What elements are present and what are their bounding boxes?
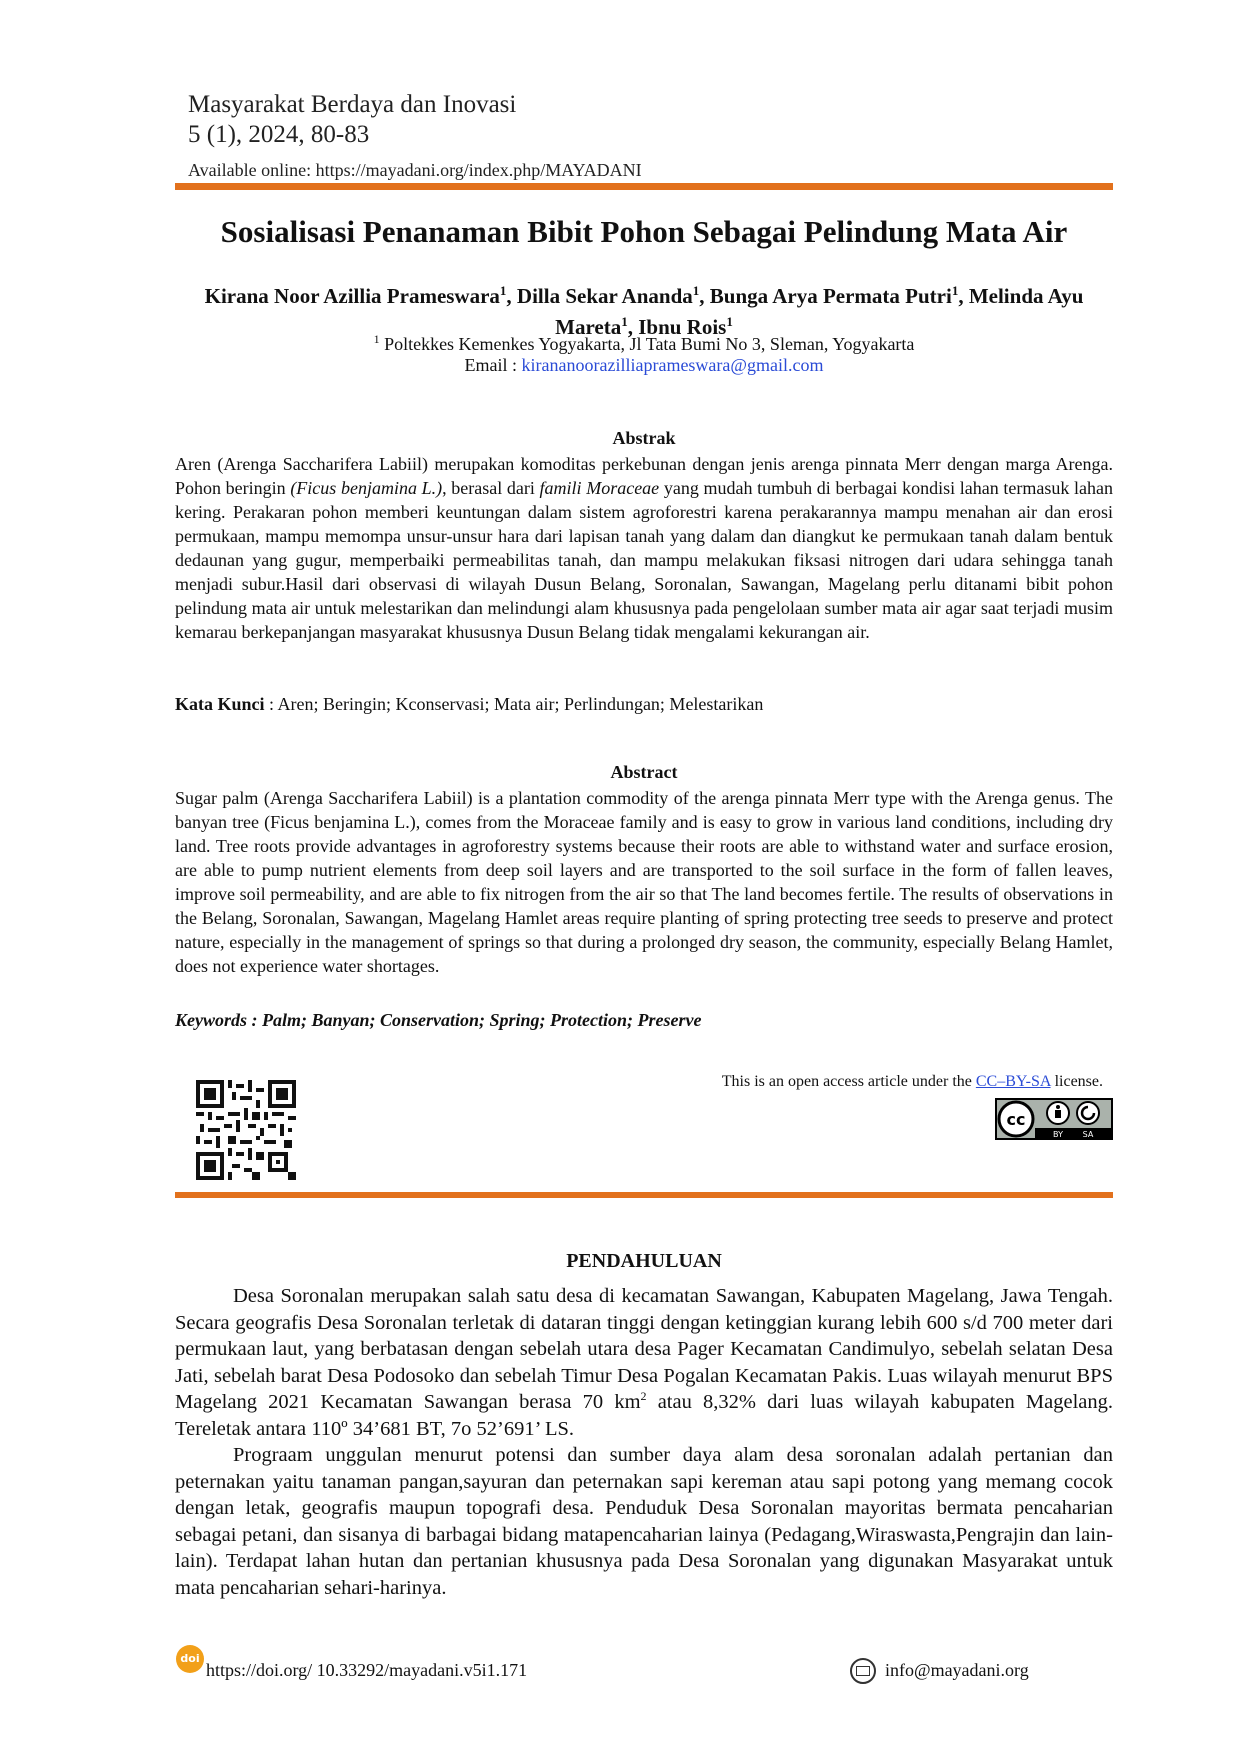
paragraph-text: atau 8,32% dari luas wilayah kabupaten M… xyxy=(175,1391,1113,1440)
mail-icon xyxy=(850,1658,876,1684)
cc-sa-label: SA xyxy=(1083,1130,1094,1139)
license-notice: This is an open access article under the… xyxy=(560,1073,1103,1091)
author-affil-marker: 1 xyxy=(726,314,733,329)
affiliation-marker: 1 xyxy=(373,332,380,346)
author-name: Dilla Sekar Ananda xyxy=(516,284,693,308)
abstrak-italic-term: famili Moraceae xyxy=(539,478,660,498)
doi-link[interactable]: https://doi.org/ 10.33292/mayadani.v5i1.… xyxy=(206,1660,528,1680)
paragraph: Desa Soronalan merupakan salah satu desa… xyxy=(175,1283,1113,1442)
author-name: Melinda Ayu Mareta xyxy=(555,284,1084,339)
author-name: Kirana Noor Azillia Prameswara xyxy=(204,284,500,308)
section-divider xyxy=(175,1192,1113,1198)
author-affil-marker: 1 xyxy=(499,283,507,298)
affiliation-text: Poltekkes Kemenkes Yogyakarta, Jl Tata B… xyxy=(384,334,915,354)
author-name: Ibnu Rois xyxy=(638,315,727,339)
abstrak-text-part: yang mudah tumbuh di berbagai kondisi la… xyxy=(175,478,1114,642)
qr-code-icon xyxy=(196,1080,296,1180)
contact-email: Email : kirananoorazilliaprameswara@gmai… xyxy=(175,355,1113,376)
email-label: Email : xyxy=(464,355,522,375)
abstrak-italic-term: (Ficus benjamina L.) xyxy=(290,478,443,498)
keywords: Keywords : Palm; Banyan; Conservation; S… xyxy=(175,1010,702,1030)
cc-by-sa-icon[interactable]: cc BY SA xyxy=(995,1098,1113,1140)
abstrak-text: Aren (Arenga Saccharifera Labiil) merupa… xyxy=(175,452,1113,644)
author-name: Bunga Arya Permata Putri xyxy=(709,284,952,308)
affiliation: 1 Poltekkes Kemenkes Yogyakarta, Jl Tata… xyxy=(175,332,1113,355)
section-body: Desa Soronalan merupakan salah satu desa… xyxy=(175,1283,1113,1601)
abstract-heading: Abstract xyxy=(610,762,678,782)
superscript: 2 xyxy=(640,1389,647,1404)
kata-kunci-values: Aren; Beringin; Kconservasi; Mata air; P… xyxy=(277,694,764,714)
abstrak-heading: Abstrak xyxy=(612,428,676,448)
paragraph-text: Desa Soronalan merupakan salah satu desa… xyxy=(175,1285,1113,1413)
journal-online-url[interactable]: Available online: https://mayadani.org/i… xyxy=(188,160,642,180)
doi-icon: doi xyxy=(176,1645,204,1673)
paper-title: Sosialisasi Penanaman Bibit Pohon Sebaga… xyxy=(220,214,1068,249)
kata-kunci: Kata Kunci : Aren; Beringin; Kconservasi… xyxy=(175,694,764,714)
section-heading: PENDAHULUAN xyxy=(566,1250,722,1272)
paragraph: Prograam unggulan menurut potensi dan su… xyxy=(175,1444,1113,1599)
journal-volume: 5 (1), 2024, 80-83 xyxy=(188,121,370,148)
cc-by-label: BY xyxy=(1053,1130,1063,1139)
abstract-text: Sugar palm (Arenga Saccharifera Labiil) … xyxy=(175,788,1113,976)
kata-kunci-label: Kata Kunci xyxy=(175,694,265,714)
email-link[interactable]: kirananoorazilliaprameswara@gmail.com xyxy=(521,355,824,375)
journal-name: Masyarakat Berdaya dan Inovasi xyxy=(188,91,517,118)
author-affil-marker: 1 xyxy=(621,314,628,329)
license-link[interactable]: CC–BY-SA xyxy=(975,1073,1051,1090)
abstrak-text-part: Aren (Arenga Saccharifera Labiil) merupa… xyxy=(175,454,1113,498)
author-affil-marker: 1 xyxy=(951,283,959,298)
author-affil-marker: 1 xyxy=(692,283,700,298)
cc-badge-text: cc xyxy=(1007,1110,1026,1129)
abstrak-text-part: , berasal dari xyxy=(442,478,540,498)
license-suffix: license. xyxy=(1050,1073,1103,1090)
license-prefix: This is an open access article under the xyxy=(721,1073,976,1090)
author-list: Kirana Noor Azillia Prameswara1, Dilla S… xyxy=(204,283,1084,339)
journal-header: Masyarakat Berdaya dan Inovasi 5 (1), 20… xyxy=(188,90,516,150)
footer-email[interactable]: info@mayadani.org xyxy=(885,1660,1029,1680)
header-divider xyxy=(175,183,1113,190)
